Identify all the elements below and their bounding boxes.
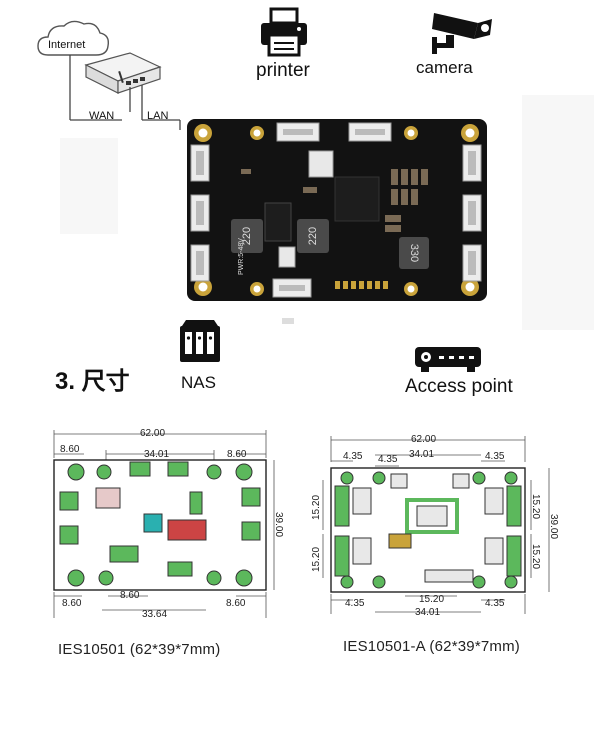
mounting-hole: [461, 124, 479, 142]
mounting-hole: [250, 126, 264, 140]
wan-label: WAN: [89, 110, 115, 122]
dim-width: 62.00: [411, 434, 436, 445]
mounting-hole: [194, 278, 212, 296]
dim-left-upper: 15.20: [311, 495, 322, 520]
connector: [190, 144, 210, 182]
connector: [462, 144, 482, 182]
pcb-board-photo: 220 220 330 PWR:5-48V: [187, 119, 487, 301]
connector: [462, 194, 482, 232]
dim-bottom-left: 8.60: [62, 598, 82, 609]
dim-top-left: 4.35: [343, 451, 363, 462]
inductor: 220: [297, 219, 329, 253]
dim-height: 39.00: [273, 512, 284, 537]
svg-text:220: 220: [307, 227, 319, 245]
cloud-icon: [37, 20, 110, 56]
camera-icon: [432, 13, 492, 54]
background-patch: [60, 138, 118, 234]
section-title: 3. 尺寸: [55, 368, 130, 395]
dim-right-upper: 15.20: [530, 494, 541, 519]
mounting-hole: [194, 124, 212, 142]
dim-bottom-inner: 33.64: [142, 609, 167, 620]
connector: [272, 278, 312, 298]
dim-bottom-mid: 15.20: [419, 594, 444, 605]
dimension-drawing-ies10501: 62.00 34.01 8.60 8.60 39.00 8.60 8.60 8.…: [53, 428, 284, 620]
caption-ies10501-a: IES10501-A (62*39*7mm): [343, 638, 520, 655]
white-chip: [308, 150, 334, 178]
dim-top-inner: 34.01: [144, 449, 169, 460]
inductor: 220: [231, 219, 263, 253]
dim-bottom-inner: 34.01: [415, 607, 440, 618]
mounting-hole: [404, 126, 418, 140]
dimension-drawing-ies10501-a: 62.00 34.01 4.35 4.35 4.35 15.20 15.20 1…: [311, 434, 559, 618]
mounting-hole: [404, 282, 418, 296]
board-silkscreen: PWR:5-48V: [238, 238, 245, 275]
svg-text:220: 220: [241, 227, 253, 245]
dim-bottom-left: 4.35: [345, 598, 365, 609]
dim-top-left: 8.60: [60, 444, 80, 455]
camera-label: camera: [416, 58, 473, 77]
board-component: [334, 471, 522, 589]
dim-left-lower: 15.20: [311, 547, 322, 572]
dim-height: 39.00: [548, 514, 559, 539]
caption-ies10501: IES10501 (62*39*7mm): [58, 641, 221, 658]
dim-top-right: 8.60: [227, 449, 247, 460]
dim-bottom-right: 4.35: [485, 598, 505, 609]
mounting-hole: [250, 282, 264, 296]
connector: [190, 244, 210, 282]
background-patch: [522, 95, 594, 330]
board-shadow-mark: [282, 318, 294, 324]
connector: [276, 122, 320, 142]
nas-icon: [180, 320, 220, 362]
connector: [190, 194, 210, 232]
dim-top-mid: 4.35: [378, 454, 398, 465]
lan-label: LAN: [147, 110, 169, 122]
printer-label: printer: [256, 60, 310, 81]
router-icon: [84, 52, 162, 94]
access-point-icon: [415, 347, 481, 372]
white-chip: [278, 246, 296, 268]
mounting-hole: [461, 278, 479, 296]
printer-icon: [261, 7, 307, 57]
connector: [348, 122, 392, 142]
access-point-label: Access point: [405, 376, 513, 397]
dim-bottom-mid: 8.60: [120, 590, 140, 601]
network-diagram: Internet: [37, 20, 181, 130]
dim-right-lower: 15.20: [530, 544, 541, 569]
dim-width: 62.00: [140, 428, 165, 439]
main-chip: [334, 176, 380, 222]
dim-top-inner: 34.01: [409, 449, 434, 460]
nas-label: NAS: [181, 373, 216, 392]
board-component: [59, 461, 261, 587]
svg-text:330: 330: [408, 244, 420, 262]
power-chip: [264, 202, 292, 242]
dim-bottom-right: 8.60: [226, 598, 246, 609]
connector: [462, 244, 482, 282]
dim-top-right: 4.35: [485, 451, 505, 462]
inductor: 330: [399, 237, 429, 269]
internet-label: Internet: [48, 39, 85, 51]
